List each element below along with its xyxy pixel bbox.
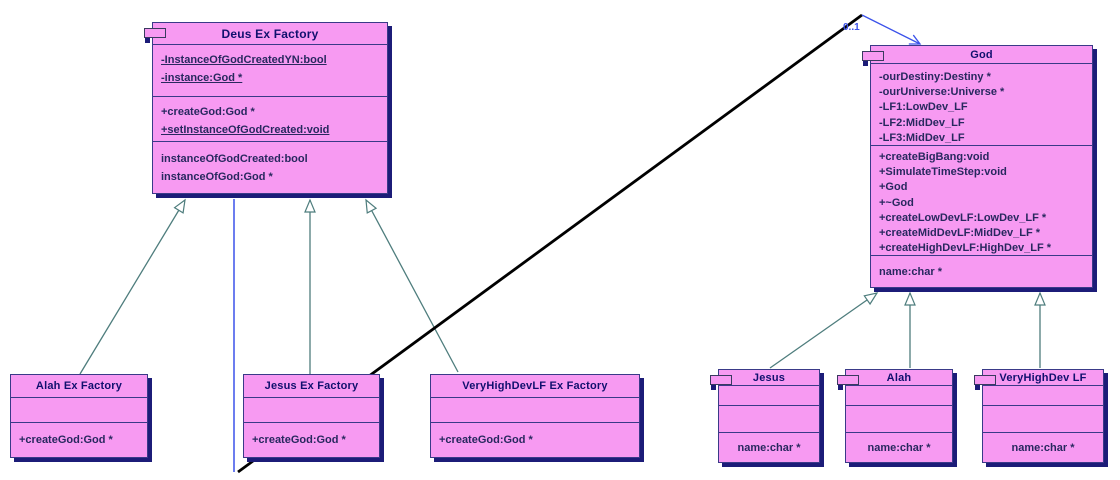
attributes-compartment bbox=[244, 398, 379, 423]
property: instanceOfGod:God * bbox=[161, 171, 273, 183]
methods-compartment: +createGod:God * bbox=[431, 423, 639, 457]
method: +createBigBang:void bbox=[879, 151, 990, 163]
method: +createGod:God * bbox=[439, 434, 533, 446]
generalization-alahfactory-deus[interactable] bbox=[79, 198, 186, 375]
method: +setInstanceOfGodCreated:void bbox=[161, 124, 330, 136]
property: name:char * bbox=[879, 266, 942, 278]
attributes-compartment: -ourDestiny:Destiny * -ourUniverse:Unive… bbox=[871, 64, 1092, 146]
class-alah[interactable]: Alah name:char * bbox=[837, 369, 953, 463]
class-god[interactable]: God -ourDestiny:Destiny * -ourUniverse:U… bbox=[862, 45, 1093, 288]
properties-compartment: name:char * bbox=[846, 433, 952, 462]
method: +createGod:God * bbox=[161, 106, 255, 118]
class-veryhighdevlf-ex-factory[interactable]: VeryHighDevLF Ex Factory +createGod:God … bbox=[430, 374, 640, 458]
class-veryhighdev-lf[interactable]: VeryHighDev LF name:char * bbox=[974, 369, 1104, 463]
methods-compartment: +createGod:God * +setInstanceOfGodCreate… bbox=[153, 97, 387, 142]
class-icon bbox=[974, 375, 996, 390]
method: +createGod:God * bbox=[19, 434, 113, 446]
association-segment-arrow[interactable] bbox=[861, 14, 922, 45]
generalization-vhdfactory-deus[interactable] bbox=[365, 198, 459, 373]
class-title: Jesus bbox=[719, 370, 819, 386]
attribute: -ourUniverse:Universe * bbox=[879, 86, 1005, 99]
class-title: God bbox=[871, 46, 1092, 64]
properties-compartment: name:char * bbox=[871, 256, 1092, 287]
method: +createHighDevLF:HighDev_LF * bbox=[879, 242, 1052, 255]
method: +createLowDevLF:LowDev_LF * bbox=[879, 211, 1047, 224]
methods-compartment: +createGod:God * bbox=[11, 423, 147, 457]
methods-compartment: +createGod:God * bbox=[244, 423, 379, 457]
class-title: VeryHighDev LF bbox=[983, 370, 1103, 386]
property: instanceOfGodCreated:bool bbox=[161, 153, 308, 165]
class-deus-ex-factory[interactable]: Deus Ex Factory -InstanceOfGodCreatedYN:… bbox=[144, 22, 388, 194]
multiplicity-label: 0..1 bbox=[843, 22, 860, 33]
property: name:char * bbox=[1011, 441, 1075, 454]
class-jesus[interactable]: Jesus name:char * bbox=[710, 369, 820, 463]
attribute: -InstanceOfGodCreatedYN:bool bbox=[161, 54, 327, 66]
attributes-compartment bbox=[431, 398, 639, 423]
class-icon bbox=[144, 28, 166, 43]
methods-compartment: +createBigBang:void +SimulateTimeStep:vo… bbox=[871, 146, 1092, 256]
method: +createGod:God * bbox=[252, 434, 346, 446]
class-title: Alah bbox=[846, 370, 952, 386]
attribute: -instance:God * bbox=[161, 72, 243, 84]
attribute: -LF2:MidDev_LF bbox=[879, 116, 965, 129]
methods-compartment bbox=[983, 406, 1103, 433]
attribute: -ourDestiny:Destiny * bbox=[879, 71, 991, 83]
properties-compartment: name:char * bbox=[983, 433, 1103, 462]
method: +~God bbox=[879, 196, 914, 209]
methods-compartment bbox=[719, 406, 819, 433]
class-icon bbox=[862, 51, 884, 66]
generalization-jesus-god[interactable] bbox=[769, 292, 879, 369]
class-title: VeryHighDevLF Ex Factory bbox=[431, 375, 639, 398]
property: name:char * bbox=[867, 441, 931, 454]
attribute: -LF1:LowDev_LF bbox=[879, 101, 968, 114]
methods-compartment bbox=[846, 406, 952, 433]
attribute: -LF3:MidDev_LF bbox=[879, 131, 965, 144]
class-title: Jesus Ex Factory bbox=[244, 375, 379, 398]
method: +SimulateTimeStep:void bbox=[879, 166, 1007, 179]
attributes-compartment bbox=[719, 386, 819, 406]
properties-compartment: instanceOfGodCreated:bool instanceOfGod:… bbox=[153, 142, 387, 193]
method: +createMidDevLF:MidDev_LF * bbox=[879, 227, 1041, 240]
attributes-compartment bbox=[846, 386, 952, 406]
properties-compartment: name:char * bbox=[719, 433, 819, 462]
class-icon bbox=[710, 375, 732, 390]
class-title: Deus Ex Factory bbox=[153, 23, 387, 45]
attributes-compartment: -InstanceOfGodCreatedYN:bool -instance:G… bbox=[153, 45, 387, 97]
class-icon bbox=[837, 375, 859, 390]
class-jesus-ex-factory[interactable]: Jesus Ex Factory +createGod:God * bbox=[243, 374, 380, 458]
class-alah-ex-factory[interactable]: Alah Ex Factory +createGod:God * bbox=[10, 374, 148, 458]
method: +God bbox=[879, 181, 908, 194]
attributes-compartment bbox=[983, 386, 1103, 406]
property: name:char * bbox=[737, 441, 801, 454]
attributes-compartment bbox=[11, 398, 147, 423]
class-title: Alah Ex Factory bbox=[11, 375, 147, 398]
